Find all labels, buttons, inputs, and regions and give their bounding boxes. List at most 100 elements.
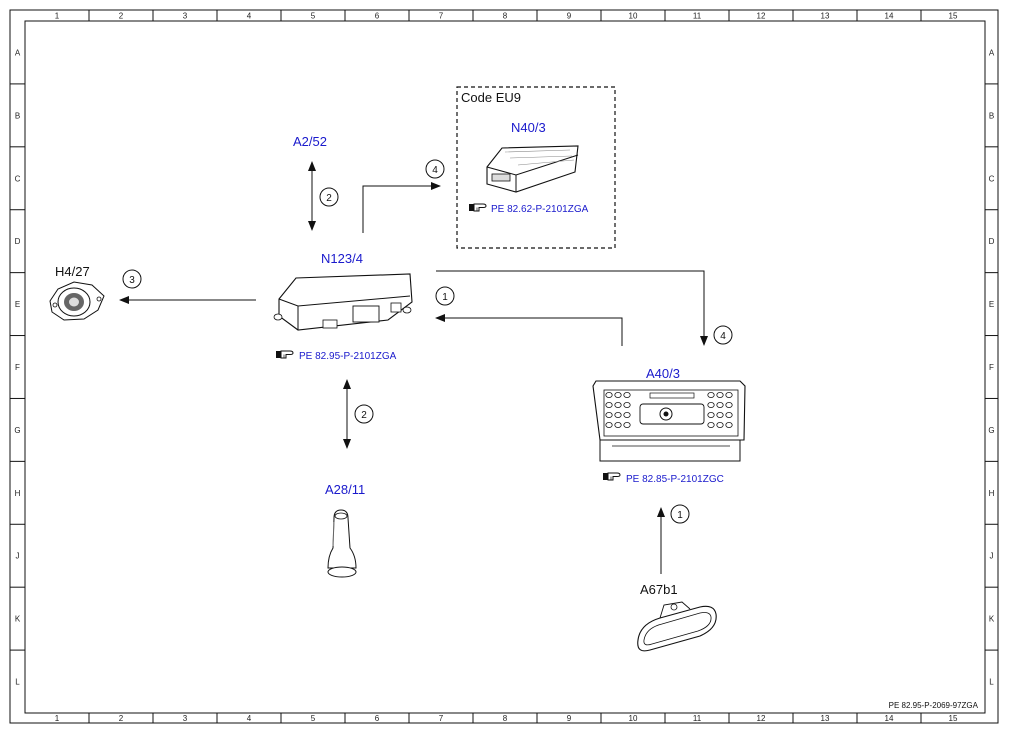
grid-row-label: H <box>989 489 995 498</box>
connection-4-marker-right: 4 <box>713 325 733 345</box>
grid-row-label: G <box>988 426 994 435</box>
connection-4-number-right: 4 <box>720 331 726 342</box>
radio-key <box>605 421 613 428</box>
connection-1-number-bottom: 1 <box>677 510 683 521</box>
radio-key <box>623 411 631 418</box>
connection-1-marker-bottom: 1 <box>670 504 690 524</box>
control-unit-icon <box>273 273 413 331</box>
radio-key <box>716 401 724 408</box>
grid-row-label: L <box>989 678 994 687</box>
n123-4-label: N123/4 <box>321 251 363 266</box>
grid-row-label: L <box>15 678 20 687</box>
grid-row-label: A <box>989 48 995 57</box>
code-eu9-box <box>456 86 616 249</box>
a2-52-label: A2/52 <box>293 134 327 149</box>
antenna-icon <box>327 509 357 578</box>
radio-key <box>725 391 733 398</box>
grid-column-label: 13 <box>821 714 830 723</box>
grid-row-label: J <box>16 552 20 561</box>
grid-row-label: B <box>15 111 20 120</box>
grid-column-label: 9 <box>567 714 572 723</box>
radio-unit-icon <box>592 380 746 462</box>
grid-column-label: 15 <box>949 12 958 21</box>
radio-key <box>605 401 613 408</box>
radio-key <box>605 391 613 398</box>
grid-column-label: 2 <box>119 12 124 21</box>
n123-4-reference[interactable]: PE 82.95-P-2101ZGA <box>299 351 397 362</box>
grid-column-label: 11 <box>693 12 702 21</box>
radio-key <box>707 411 715 418</box>
a40-3-reference[interactable]: PE 82.85-P-2101ZGC <box>626 474 724 485</box>
radio-key <box>614 401 622 408</box>
radio-key <box>614 421 622 428</box>
connection-3-number: 3 <box>129 275 135 286</box>
radio-key <box>614 391 622 398</box>
hand-pointer-icon <box>275 350 294 359</box>
grid-column-label: 1 <box>55 714 60 723</box>
grid-column-label: 14 <box>885 12 894 21</box>
grid-column-label: 11 <box>693 714 702 723</box>
grid-row-label: G <box>14 426 20 435</box>
connection-4-number-top: 4 <box>432 165 438 176</box>
radio-key <box>614 411 622 418</box>
grid-column-label: 5 <box>311 12 316 21</box>
n123-4-to-a40-3-line <box>436 270 708 346</box>
connection-3-marker: 3 <box>122 269 142 289</box>
grid-row-label: E <box>989 300 994 309</box>
grid-column-label: 2 <box>119 714 124 723</box>
code-box-label: Code EU9 <box>461 90 521 105</box>
control-unit-icon <box>486 145 579 193</box>
sheet-frame <box>9 9 999 724</box>
radio-key <box>716 391 724 398</box>
grid-row-label: A <box>15 48 21 57</box>
grid-row-label: D <box>15 237 21 246</box>
loudspeaker-icon <box>49 281 105 321</box>
grid-row-label: F <box>989 363 994 372</box>
connection-2-marker-bottom: 2 <box>354 404 374 424</box>
grid-column-label: 10 <box>629 714 638 723</box>
grid-row-label: B <box>989 111 994 120</box>
grid-column-label: 12 <box>757 714 766 723</box>
radio-key <box>707 421 715 428</box>
connection-2-marker-top: 2 <box>319 187 339 207</box>
hand-pointer-icon <box>602 472 621 481</box>
grid-column-label: 6 <box>375 12 380 21</box>
rearview-mirror-icon <box>637 601 717 652</box>
h4-27-label: H4/27 <box>55 264 90 279</box>
hand-pointer-icon <box>468 203 487 212</box>
grid-column-label: 3 <box>183 12 188 21</box>
n123-4-to-n40-3-line <box>362 182 441 233</box>
grid-reference: 1122334455667788991010111112121313141415… <box>10 10 998 723</box>
radio-key <box>707 391 715 398</box>
radio-key <box>725 401 733 408</box>
a28-11-label: A28/11 <box>325 482 365 497</box>
connection-1-marker-top: 1 <box>435 286 455 306</box>
a40-3-to-n123-4-line <box>435 314 623 346</box>
grid-column-label: 6 <box>375 714 380 723</box>
grid-row-label: E <box>15 300 20 309</box>
grid-row-label: C <box>15 174 21 183</box>
grid-column-label: 10 <box>629 12 638 21</box>
radio-key <box>623 401 631 408</box>
radio-key <box>725 411 733 418</box>
grid-column-label: 3 <box>183 714 188 723</box>
grid-column-label: 7 <box>439 12 444 21</box>
grid-column-label: 15 <box>949 714 958 723</box>
connection-2-number-top: 2 <box>326 193 332 204</box>
drawing-area-border <box>24 20 986 714</box>
grid-column-label: 5 <box>311 714 316 723</box>
grid-column-label: 8 <box>503 12 508 21</box>
connection-4-marker-top: 4 <box>425 159 445 179</box>
grid-row-label: K <box>15 615 21 624</box>
connection-2-number-bottom: 2 <box>361 410 367 421</box>
grid-row-label: H <box>15 489 21 498</box>
radio-key <box>716 411 724 418</box>
n40-3-reference[interactable]: PE 82.62-P-2101ZGA <box>491 204 589 215</box>
connection-1-number-top: 1 <box>442 292 448 303</box>
a67b1-label: A67b1 <box>640 582 678 597</box>
a40-3-label: A40/3 <box>646 366 680 381</box>
radio-key <box>725 421 733 428</box>
grid-column-label: 4 <box>247 12 252 21</box>
grid-row-label: C <box>989 174 995 183</box>
